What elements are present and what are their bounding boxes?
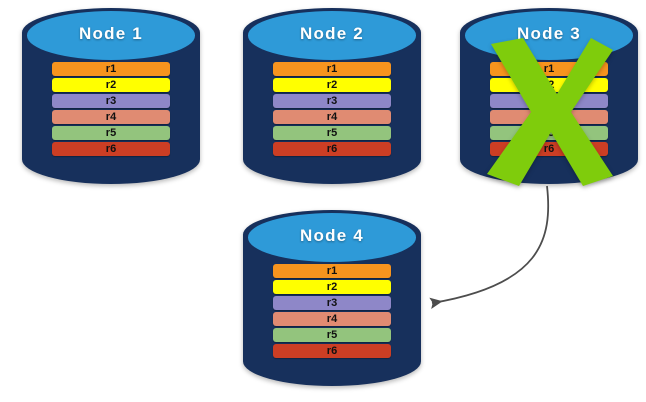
cylinder-top-ellipse xyxy=(245,9,419,62)
replica-row[interactable]: r1 xyxy=(52,61,170,76)
node-2[interactable]: Node 2 r1 r2 r3 r4 r5 r6 xyxy=(243,8,421,184)
cylinder-top-ellipse xyxy=(462,9,636,62)
node-1[interactable]: Node 1 r1 r2 r3 r4 r5 r6 xyxy=(22,8,200,184)
cylinder-top-ellipse xyxy=(24,9,198,62)
replica-row[interactable]: r4 xyxy=(490,109,608,124)
replica-row[interactable]: r3 xyxy=(52,93,170,108)
replica-row[interactable]: r6 xyxy=(273,343,391,358)
replica-row[interactable]: r1 xyxy=(273,263,391,278)
replica-list: r1 r2 r3 r4 r5 r6 xyxy=(273,263,391,360)
replica-row[interactable]: r1 xyxy=(273,61,391,76)
replica-row[interactable]: r2 xyxy=(273,279,391,294)
replica-row[interactable]: r5 xyxy=(273,327,391,342)
replica-row[interactable]: r3 xyxy=(490,93,608,108)
node-4[interactable]: Node 4 r1 r2 r3 r4 r5 r6 xyxy=(243,210,421,386)
replica-row[interactable]: r2 xyxy=(52,77,170,92)
replica-row[interactable]: r4 xyxy=(273,109,391,124)
replica-row[interactable]: r5 xyxy=(273,125,391,140)
replica-row[interactable]: r5 xyxy=(52,125,170,140)
replica-list: r1 r2 r3 r4 r5 r6 xyxy=(273,61,391,158)
replica-list: r1 r2 r3 r4 r5 r6 xyxy=(52,61,170,158)
replica-row[interactable]: r3 xyxy=(273,295,391,310)
replica-row[interactable]: r2 xyxy=(490,77,608,92)
replica-row[interactable]: r3 xyxy=(273,93,391,108)
node-3[interactable]: Node 3 r1 r2 r3 r4 r5 r6 xyxy=(460,8,638,184)
replica-row[interactable]: r2 xyxy=(273,77,391,92)
replica-row[interactable]: r6 xyxy=(273,141,391,156)
cylinder-top-ellipse xyxy=(245,211,419,264)
replica-row[interactable]: r1 xyxy=(490,61,608,76)
replica-row[interactable]: r6 xyxy=(490,141,608,156)
replica-row[interactable]: r5 xyxy=(490,125,608,140)
replica-list: r1 r2 r3 r4 r5 r6 xyxy=(490,61,608,158)
replica-row[interactable]: r4 xyxy=(52,109,170,124)
replica-row[interactable]: r6 xyxy=(52,141,170,156)
replica-row[interactable]: r4 xyxy=(273,311,391,326)
